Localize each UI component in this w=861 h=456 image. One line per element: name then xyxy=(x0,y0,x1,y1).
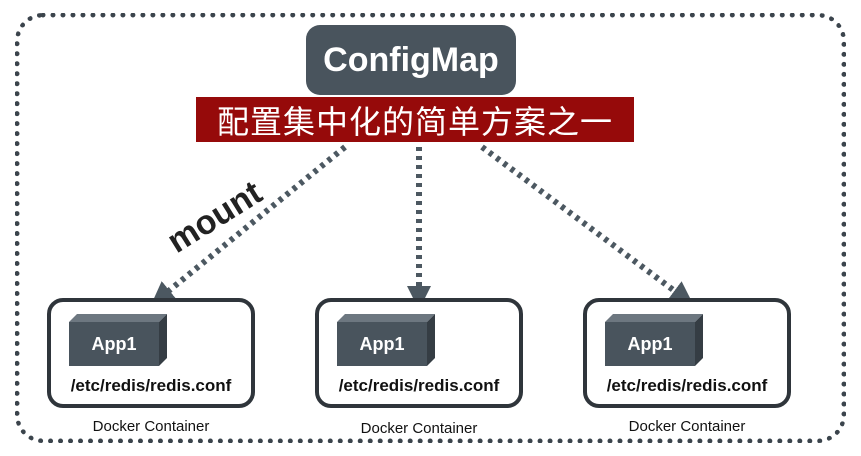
app-label: App1 xyxy=(91,333,137,354)
app-cube-icon xyxy=(69,314,167,366)
arrow-right xyxy=(480,144,694,306)
docker-container-3: App1 /etc/redis/redis.conf xyxy=(583,298,791,408)
subtitle-banner: 配置集中化的简单方案之一 xyxy=(196,97,634,142)
config-path: /etc/redis/redis.conf xyxy=(70,376,232,395)
subtitle-text: 配置集中化的简单方案之一 xyxy=(216,102,613,141)
configmap-box: ConfigMap xyxy=(306,25,516,95)
configmap-title: ConfigMap xyxy=(323,40,499,79)
config-path: /etc/redis/redis.conf xyxy=(338,376,500,395)
container-caption-1: Docker Container xyxy=(92,418,210,435)
config-path: /etc/redis/redis.conf xyxy=(606,376,768,395)
container-caption-2: Docker Container xyxy=(360,420,478,437)
arrow-left xyxy=(150,144,347,306)
docker-container-1: App1 /etc/redis/redis.conf xyxy=(47,298,255,408)
app-label: App1 xyxy=(359,333,405,354)
app-cube-icon xyxy=(605,314,703,366)
docker-container-2: App1 /etc/redis/redis.conf xyxy=(315,298,523,408)
outer-dotted-frame xyxy=(15,13,846,443)
app-label: App1 xyxy=(627,333,673,354)
container-caption-3: Docker Container xyxy=(628,418,746,435)
app-cube-icon xyxy=(337,314,435,366)
